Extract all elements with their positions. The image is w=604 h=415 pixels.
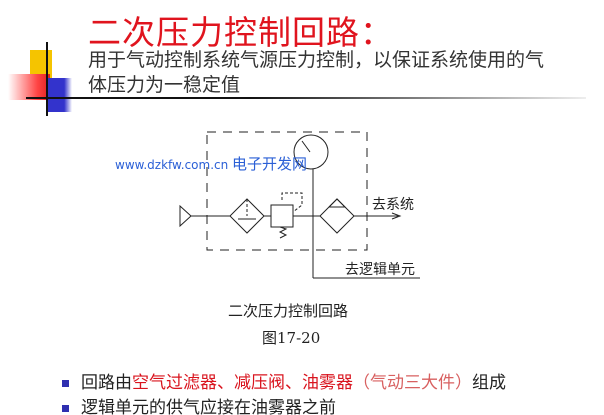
watermark: www.dzkfw.com.cn 电子开发网 [115, 153, 307, 174]
bullet-text: 逻辑单元的供气应接在油雾器之前 [81, 398, 336, 415]
regulator-symbol [270, 204, 294, 228]
bullet-item-1: 回路由空气过滤器、减压阀、油雾器（气动三大件）组成 [62, 368, 506, 393]
figure-number: 图17-20 [262, 329, 321, 347]
lubricator-symbol [319, 198, 355, 234]
slide-title: 二次压力控制回路： [88, 13, 394, 52]
subtitle-line-2: 体压力为一稳定值 [88, 74, 241, 96]
watermark-name: 电子开发网 [232, 155, 308, 173]
bullet-text: 回路由 [81, 373, 132, 393]
watermark-url: www.dzkfw.com.cn [115, 158, 229, 172]
air-source-symbol [179, 204, 192, 228]
label-to-system: 去系统 [372, 197, 414, 213]
dashed-unit-box [206, 131, 368, 251]
label-to-logic-unit: 去逻辑单元 [345, 262, 415, 278]
bullet-item-2: 逻辑单元的供气应接在油雾器之前 [62, 393, 336, 415]
subtitle-line-1: 用于气动控制系统气源压力控制，以保证系统使用的气 [88, 49, 545, 71]
pressure-gauge [293, 134, 329, 170]
bullet-icon [62, 404, 69, 412]
note-text: （气动三大件） [353, 373, 472, 393]
filter-symbol [229, 198, 265, 234]
highlight-text: 空气过滤器、减压阀、油雾器 [132, 373, 353, 393]
bullet-text: 组成 [472, 373, 506, 393]
figure-caption: 二次压力控制回路 [228, 302, 349, 320]
bullet-icon [62, 379, 69, 387]
